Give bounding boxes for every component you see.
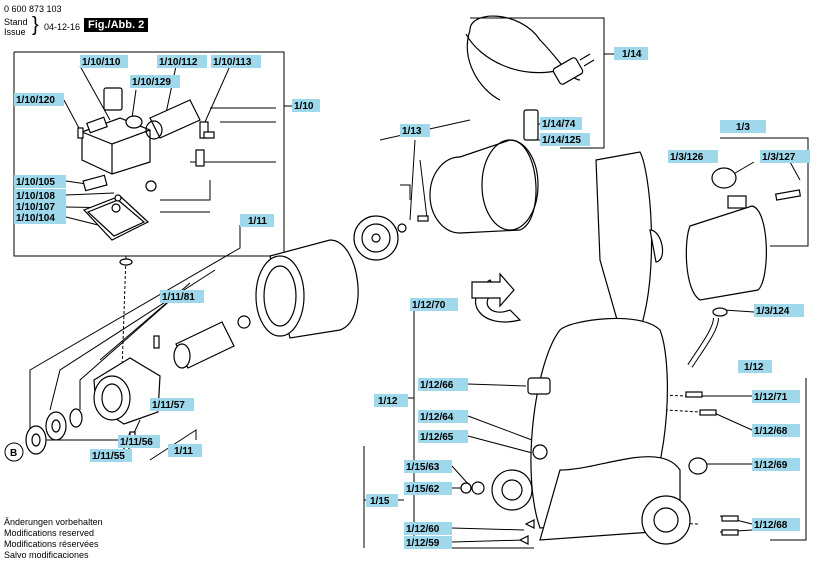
- stand-label: Stand: [4, 17, 28, 27]
- part-label: 1/3: [720, 120, 766, 133]
- svg-text:1/10/113: 1/10/113: [213, 57, 252, 68]
- part-label: 1/13: [400, 124, 430, 137]
- part-label: 1/10/108: [14, 189, 66, 202]
- part-label: 1/10/120: [14, 93, 64, 106]
- part-label: 1/10/112: [157, 55, 207, 68]
- part-label: 1/15: [366, 494, 398, 507]
- part-label: 1/12/69: [752, 458, 800, 471]
- part-label: 1/15/62: [404, 482, 452, 495]
- svg-text:1/3/124: 1/3/124: [756, 306, 790, 317]
- svg-text:1/10/105: 1/10/105: [16, 177, 55, 188]
- svg-text:1/12/64: 1/12/64: [420, 412, 454, 423]
- svg-text:1/12/68: 1/12/68: [754, 426, 788, 437]
- part-label: 1/12/60: [404, 522, 452, 535]
- svg-text:1/12/66: 1/12/66: [420, 380, 454, 391]
- part-label: 1/11/56: [118, 435, 160, 448]
- svg-text:1/12/70: 1/12/70: [412, 300, 446, 311]
- part-label: 1/14/74: [540, 117, 582, 130]
- part-label: 1/10/107: [14, 200, 66, 213]
- part-label: 1/11/81: [160, 290, 204, 303]
- svg-text:1/14/125: 1/14/125: [542, 135, 581, 146]
- svg-text:1/15/62: 1/15/62: [406, 484, 440, 495]
- part-label: 1/10/104: [14, 211, 66, 224]
- part-label: 1/12/70: [410, 298, 458, 311]
- svg-text:1/12: 1/12: [744, 362, 764, 373]
- svg-text:1/14/74: 1/14/74: [542, 119, 576, 130]
- svg-text:1/12/71: 1/12/71: [754, 392, 788, 403]
- footer-note: Änderungen vorbehalten: [4, 517, 103, 527]
- svg-text:1/11/57: 1/11/57: [152, 400, 185, 411]
- svg-text:1/3: 1/3: [736, 122, 750, 133]
- part-number: 0 600 873 103: [4, 4, 62, 14]
- svg-text:1/14: 1/14: [622, 49, 642, 60]
- footer-note: Modifications reserved: [4, 528, 95, 538]
- svg-text:1/11/55: 1/11/55: [92, 451, 125, 462]
- part-label: 1/12/59: [404, 536, 452, 549]
- part-label: 1/11: [240, 214, 274, 227]
- part-label: 1/3/127: [760, 150, 810, 163]
- svg-text:1/11/56: 1/11/56: [120, 437, 153, 448]
- svg-text:1/10/107: 1/10/107: [16, 202, 55, 213]
- part-label: 1/3/124: [754, 304, 804, 317]
- callout-b: B: [10, 448, 17, 459]
- svg-text:1/3/127: 1/3/127: [762, 152, 796, 163]
- footer-note: Salvo modificaciones: [4, 550, 89, 560]
- part-label: 1/10/113: [211, 55, 261, 68]
- part-label: 1/11: [168, 444, 202, 457]
- svg-text:1/10/110: 1/10/110: [82, 57, 121, 68]
- part-label: 1/12/66: [418, 378, 468, 391]
- part-label: 1/12/68: [752, 424, 800, 437]
- svg-text:1/3/126: 1/3/126: [670, 152, 704, 163]
- svg-text:1/10/112: 1/10/112: [159, 57, 198, 68]
- svg-text:1/12/65: 1/12/65: [420, 432, 454, 443]
- part-label: 1/3/126: [668, 150, 718, 163]
- brace: }: [32, 14, 39, 36]
- svg-text:1/10/104: 1/10/104: [16, 213, 55, 224]
- part-label: 1/10/110: [80, 55, 128, 68]
- part-label: 1/12/68: [752, 518, 800, 531]
- part-label: 1/14: [614, 47, 648, 60]
- svg-text:1/12/60: 1/12/60: [406, 524, 440, 535]
- svg-text:1/10: 1/10: [294, 101, 314, 112]
- svg-text:1/10/129: 1/10/129: [132, 77, 171, 88]
- svg-text:1/12/59: 1/12/59: [406, 538, 440, 549]
- part-label: 1/11/55: [90, 449, 132, 462]
- svg-text:1/12/68: 1/12/68: [754, 520, 788, 531]
- footer-note: Modifications réservées: [4, 539, 99, 549]
- svg-text:1/12/69: 1/12/69: [754, 460, 788, 471]
- svg-text:1/11: 1/11: [174, 446, 193, 457]
- part-label: 1/15/63: [404, 460, 452, 473]
- part-label: 1/12: [374, 394, 408, 407]
- part-label: 1/10/105: [14, 175, 66, 188]
- revision-date: 04-12-16: [44, 22, 81, 32]
- svg-text:1/13: 1/13: [402, 126, 422, 137]
- callout-b-circle: [4, 442, 24, 462]
- svg-text:1/15/63: 1/15/63: [406, 462, 440, 473]
- part-drawings: [25, 15, 802, 545]
- figure-tag: Fig./Abb. 2: [84, 18, 149, 32]
- part-label: 1/12/65: [418, 430, 468, 443]
- svg-text:1/15: 1/15: [370, 496, 390, 507]
- svg-text:1/12: 1/12: [378, 396, 398, 407]
- part-label: 1/12/71: [752, 390, 800, 403]
- part-label: 1/11/57: [150, 398, 194, 411]
- svg-text:1/10/108: 1/10/108: [16, 191, 55, 202]
- part-labels: 1/10/110 1/10/129 1/10/112 1/10/113 1/10…: [14, 47, 810, 549]
- part-label: 1/10: [292, 99, 320, 112]
- svg-text:1/10/120: 1/10/120: [16, 95, 55, 106]
- part-label: 1/12: [738, 360, 772, 373]
- part-label: 1/10/129: [130, 75, 180, 88]
- part-label: 1/12/64: [418, 410, 468, 423]
- part-label: 1/14/125: [540, 133, 590, 146]
- svg-text:1/11: 1/11: [248, 216, 267, 227]
- svg-text:1/11/81: 1/11/81: [162, 292, 195, 303]
- issue-label: Issue: [4, 27, 26, 37]
